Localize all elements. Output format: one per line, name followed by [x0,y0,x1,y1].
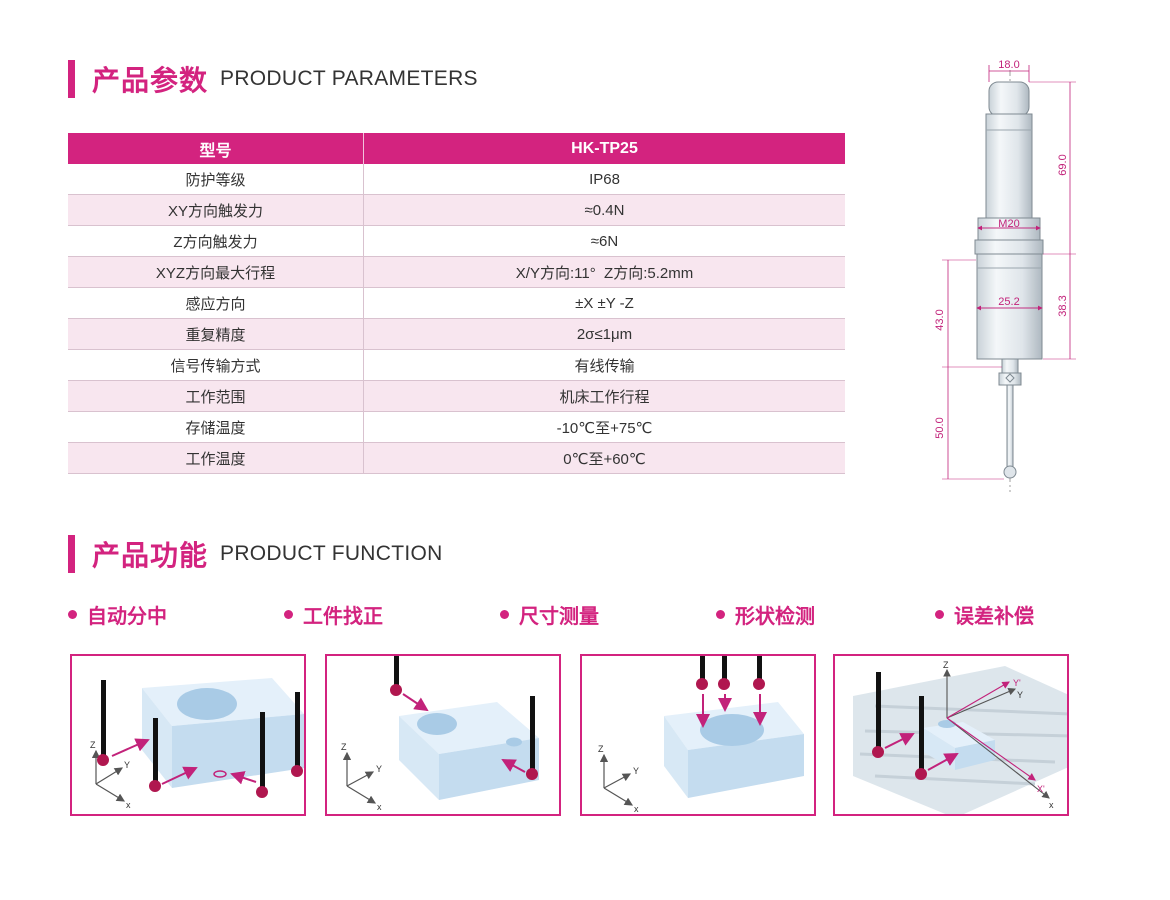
function-label-workpiece-alignment: 工件找正 [284,600,383,629]
probe-body [976,253,1043,360]
rotated-axis-triad: Z Y Y' x X' [943,660,1054,810]
workpiece-side [399,716,439,800]
table-header-cell: 型号 [68,133,364,164]
function-label-auto-centering: 自动分中 [68,600,167,629]
bullet-dot-icon [68,610,77,619]
bullet-dot-icon [935,610,944,619]
dim-top-width-label: 18.0 [998,59,1019,71]
function-label-text: 形状检测 [735,606,815,628]
param-name: Z方向触发力 [68,225,364,257]
workpiece-side [664,716,688,798]
param-value: ≈0.4N [363,194,845,226]
param-value: 有线传输 [363,349,845,381]
function-title-cn: 产品功能 [92,540,209,571]
axis-x-label: x [634,804,639,814]
params-section-title: 产品参数 PRODUCT PARAMETERS [68,59,478,99]
param-name: 存储温度 [68,411,364,443]
axis-triad: Z x Y [598,744,639,814]
axis-y-label: Y [124,760,130,770]
axis-z-label: Z [943,660,949,670]
illustration-error-compensation: Z Y Y' x X' [833,654,1069,816]
table-row: XY方向触发力≈0.4N [68,194,845,226]
axis-y-prime-label: Y' [1013,678,1021,688]
table-row: Z方向触发力≈6N [68,225,845,257]
axis-x-label: x [126,800,131,810]
illustration-dimension-measure: Z x Y [580,654,816,816]
table-row: 信号传输方式有线传输 [68,349,845,381]
function-label-error-compensation: 误差补偿 [935,600,1034,629]
bullet-dot-icon [284,610,293,619]
axis-y-label: Y [633,766,639,776]
axis-y-label: Y [376,764,382,774]
dim-thread-label: M20 [998,218,1019,230]
param-name: XY方向触发力 [68,194,364,226]
table-row: 感应方向±X ±Y -Z [68,287,845,319]
param-name: 重复精度 [68,318,364,350]
probe-ruby-ball [1003,465,1017,479]
dim-left-lower-label: 50.0 [934,417,946,438]
param-name: 工作温度 [68,442,364,474]
param-name: XYZ方向最大行程 [68,256,364,288]
illustration-workpiece-alignment: Z x Y [325,654,561,816]
dim-left-upper-label: 43.0 [934,309,946,330]
axis-x-prime-label: X' [1037,784,1045,794]
param-name: 工作范围 [68,380,364,412]
param-value: X/Y方向:11° Z方向:5.2mm [363,256,845,288]
probe-stylus [1006,384,1014,468]
function-label-shape-inspection: 形状检测 [716,600,815,629]
axis-x-label: x [1049,800,1054,810]
param-name: 防护等级 [68,164,364,195]
probe-shank-cap [988,81,1030,117]
probe-collar [974,239,1044,255]
dim-body-length-label: 38.3 [1057,295,1069,316]
probe-stylus-joint [998,372,1022,386]
params-title-cn: 产品参数 [92,65,209,96]
axis-x-label: x [377,802,382,812]
title-accent-bar [68,535,75,573]
function-label-text: 尺寸测量 [519,606,599,628]
table-header-cell: HK-TP25 [363,133,845,164]
param-value: ±X ±Y -Z [363,287,845,319]
table-row: 工作范围机床工作行程 [68,380,845,412]
probe-stylus-holder [1001,358,1019,374]
illustration-auto-centering: Z x Y [70,654,306,816]
axis-triad: Z x Y [341,742,382,812]
param-value: IP68 [363,164,845,195]
function-label-text: 工件找正 [303,606,383,628]
workpiece-front [688,734,804,798]
param-value: ≈6N [363,225,845,257]
param-value: 机床工作行程 [363,380,845,412]
workpiece-front [172,714,304,788]
param-value: 0℃至+60℃ [363,442,845,474]
dim-upper-length-label: 69.0 [1057,154,1069,175]
axis-y-label: Y [1017,690,1023,700]
function-section-title: 产品功能 PRODUCT FUNCTION [68,534,443,574]
bullet-dot-icon [500,610,509,619]
workpiece-front [439,738,539,800]
bullet-dot-icon [716,610,725,619]
axis-triad: Z x Y [90,740,131,810]
function-label-text: 误差补偿 [954,606,1034,628]
function-label-text: 自动分中 [87,606,167,628]
probe-dimension-drawing: M20 25.2 18.0 69.0 38.3 43.0 50.0 [934,59,1076,492]
title-accent-bar [68,60,75,98]
params-title-en: PRODUCT PARAMETERS [220,67,478,90]
dim-body-diameter-label: 25.2 [998,296,1019,308]
param-name: 感应方向 [68,287,364,319]
param-name: 信号传输方式 [68,349,364,381]
axis-z-label: Z [598,744,604,754]
table-row: 存储温度-10℃至+75℃ [68,411,845,443]
axis-z-label: Z [341,742,347,752]
param-value: 2σ≤1μm [363,318,845,350]
table-header-row: 型号 HK-TP25 [68,133,845,164]
function-title-en: PRODUCT FUNCTION [220,542,443,565]
param-value: -10℃至+75℃ [363,411,845,443]
function-label-dimension-measure: 尺寸测量 [500,600,599,629]
axis-z-label: Z [90,740,96,750]
